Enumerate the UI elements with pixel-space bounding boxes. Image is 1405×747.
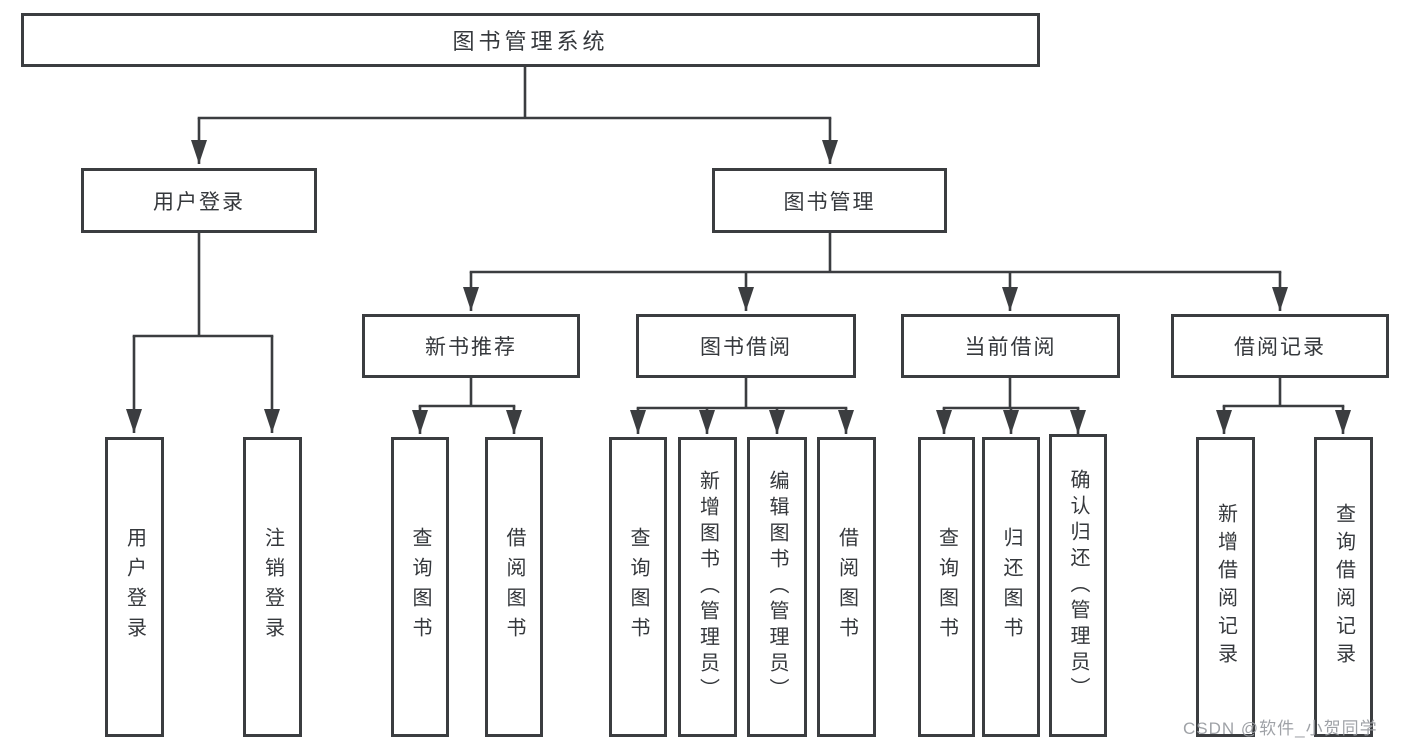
leaf-confirm-return-admin: 确认归还（管理员） [1049,434,1107,737]
node-current-borrow: 当前借阅 [901,314,1120,378]
node-label: 编辑图书（管理员） [766,470,788,704]
leaf-query-books-borrow: 查询图书 [609,437,667,737]
node-label: 查询图书 [935,527,958,647]
node-new-book-recommend: 新书推荐 [362,314,580,378]
node-label: 新书推荐 [425,336,517,359]
leaf-user-login: 用户登录 [105,437,164,737]
node-label: 查询借阅记录 [1332,503,1355,671]
leaf-query-books-current: 查询图书 [918,437,975,737]
leaf-borrow-books-borrow: 借阅图书 [817,437,876,737]
leaf-edit-books-admin: 编辑图书（管理员） [747,437,807,737]
node-label: 确认归还（管理员） [1067,468,1089,703]
leaf-query-books-recommend: 查询图书 [391,437,449,737]
node-label: 新增借阅记录 [1214,503,1237,671]
leaf-query-borrow-record: 查询借阅记录 [1314,437,1373,737]
node-borrow-records: 借阅记录 [1171,314,1389,378]
leaf-return-books: 归还图书 [982,437,1040,737]
node-label: 图书管理 [783,190,876,214]
node-book-management: 图书管理 [712,168,947,233]
node-book-borrow: 图书借阅 [636,314,856,378]
node-label: 查询图书 [409,527,431,647]
csdn-watermark: CSDN @软件_小贺同学 [1183,719,1378,738]
node-label: 查询图书 [627,527,649,647]
node-label: 图书管理系统 [452,29,609,54]
leaf-add-borrow-record: 新增借阅记录 [1196,437,1255,737]
node-label: 归还图书 [1000,527,1022,647]
node-user-login-branch: 用户登录 [81,168,317,233]
node-label: 借阅记录 [1234,336,1326,359]
node-label: 新增图书（管理员） [696,470,719,704]
leaf-logout-login: 注销登录 [243,437,302,737]
node-label: 用户登录 [153,190,245,214]
node-label: 当前借阅 [964,336,1057,359]
leaf-add-books-admin: 新增图书（管理员） [678,437,737,737]
node-label: 用户登录 [123,527,146,647]
leaf-borrow-books-recommend: 借阅图书 [485,437,543,737]
node-label: 借阅图书 [835,527,858,647]
node-label: 借阅图书 [503,527,525,647]
node-library-management-system: 图书管理系统 [21,13,1040,67]
node-label: 图书借阅 [700,336,792,359]
node-label: 注销登录 [261,527,284,647]
